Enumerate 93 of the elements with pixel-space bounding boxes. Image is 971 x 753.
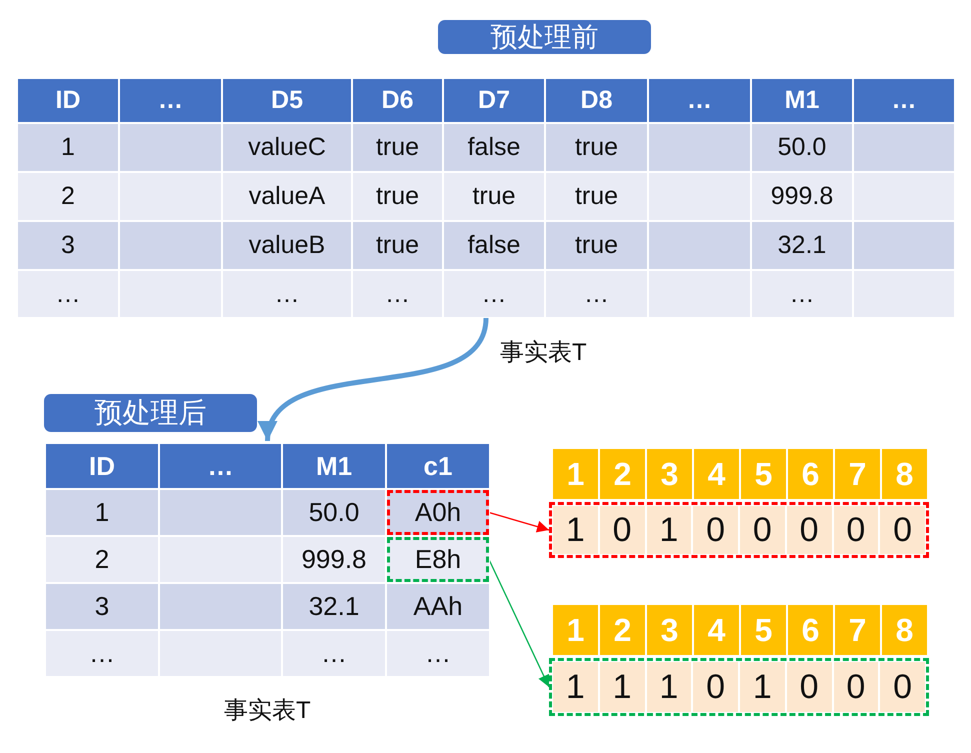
bit-cell: 0 [834,506,878,554]
bit-cell: 0 [740,506,785,554]
bit-cell: 0 [880,662,925,712]
table-cell: true [353,173,442,220]
table-cell: … [444,271,544,317]
bit-cell: 0 [786,662,832,712]
table-cell: 50.0 [283,490,385,535]
table-cell: … [546,271,647,317]
bit-index-cell: 8 [882,605,927,655]
bit-cell: 1 [600,662,644,712]
table-cell: 2 [18,173,118,220]
bit-index-cell: 1 [553,605,598,655]
bit-cell: 1 [740,662,785,712]
data-table [17,78,955,318]
bit-cell: 0 [880,506,925,554]
table-caption: 事实表T [500,338,587,368]
header-cell: … [160,444,281,488]
bit-index-cell: 3 [647,449,692,499]
table-caption: 事实表T [224,696,311,726]
table-cell: 32.1 [283,584,385,629]
bit-cell: 1 [553,506,598,554]
table-cell: true [444,173,544,220]
header-cell: c1 [387,444,489,488]
header-cell: M1 [752,79,852,122]
table-cell: 50.0 [752,124,852,171]
table-cell: true [353,222,442,269]
bit-index-cell: 2 [600,605,645,655]
table-cell: … [18,271,118,317]
highlighted-cell: A0h [387,490,489,535]
bit-index-cell: 6 [788,449,833,499]
bit-index-cell: 2 [600,449,645,499]
table-cell: … [46,631,158,676]
arrow [488,559,550,688]
table-cell: valueA [223,173,351,220]
table-cell: … [752,271,852,317]
table-cell: AAh [387,584,489,629]
heading-tag: 预处理前 [438,20,651,54]
bit-cell: 1 [553,662,598,712]
header-cell: D6 [353,79,442,122]
table-cell: false [444,222,544,269]
bit-cell: 0 [834,662,878,712]
header-cell: ID [46,444,158,488]
bit-cell: 1 [646,506,692,554]
bit-index-cell: 3 [647,605,692,655]
arrow [488,512,550,532]
header-cell: … [854,79,954,122]
table-cell: true [546,222,647,269]
bit-row [549,658,929,716]
header-cell: D7 [444,79,544,122]
table-cell: valueB [223,222,351,269]
table-cell: 32.1 [752,222,852,269]
bit-cell: 1 [646,662,692,712]
bit-cell: 0 [786,506,832,554]
bit-index-cell: 7 [835,449,880,499]
table-cell: 999.8 [752,173,852,220]
bit-cell: 0 [600,506,644,554]
data-table [45,443,490,677]
highlighted-cell: E8h [387,537,489,582]
bit-index-row [552,448,928,500]
table-cell: 999.8 [283,537,385,582]
table-cell: … [223,271,351,317]
bit-index-row [552,604,928,656]
bit-index-cell: 7 [835,605,880,655]
heading-tag: 预处理后 [44,394,257,432]
bit-cell: 0 [693,506,738,554]
header-cell: … [120,79,221,122]
table-cell: valueC [223,124,351,171]
bit-cell: 0 [693,662,738,712]
bit-row [549,502,929,558]
header-cell: … [649,79,750,122]
header-cell: M1 [283,444,385,488]
bit-index-cell: 8 [882,449,927,499]
table-cell: … [283,631,385,676]
table-cell: … [353,271,442,317]
header-cell: ID [18,79,118,122]
bit-index-cell: 5 [741,605,786,655]
table-cell: 3 [18,222,118,269]
table-cell: 3 [46,584,158,629]
table-cell: 1 [18,124,118,171]
bit-index-cell: 4 [694,605,739,655]
table-cell: 2 [46,537,158,582]
header-cell: D5 [223,79,351,122]
bit-index-cell: 1 [553,449,598,499]
header-cell: D8 [546,79,647,122]
bit-index-cell: 6 [788,605,833,655]
table-cell: false [444,124,544,171]
table-cell: true [353,124,442,171]
bit-index-cell: 4 [694,449,739,499]
table-cell: true [546,124,647,171]
bit-index-cell: 5 [741,449,786,499]
table-cell: … [387,631,489,676]
table-cell: 1 [46,490,158,535]
table-cell: true [546,173,647,220]
